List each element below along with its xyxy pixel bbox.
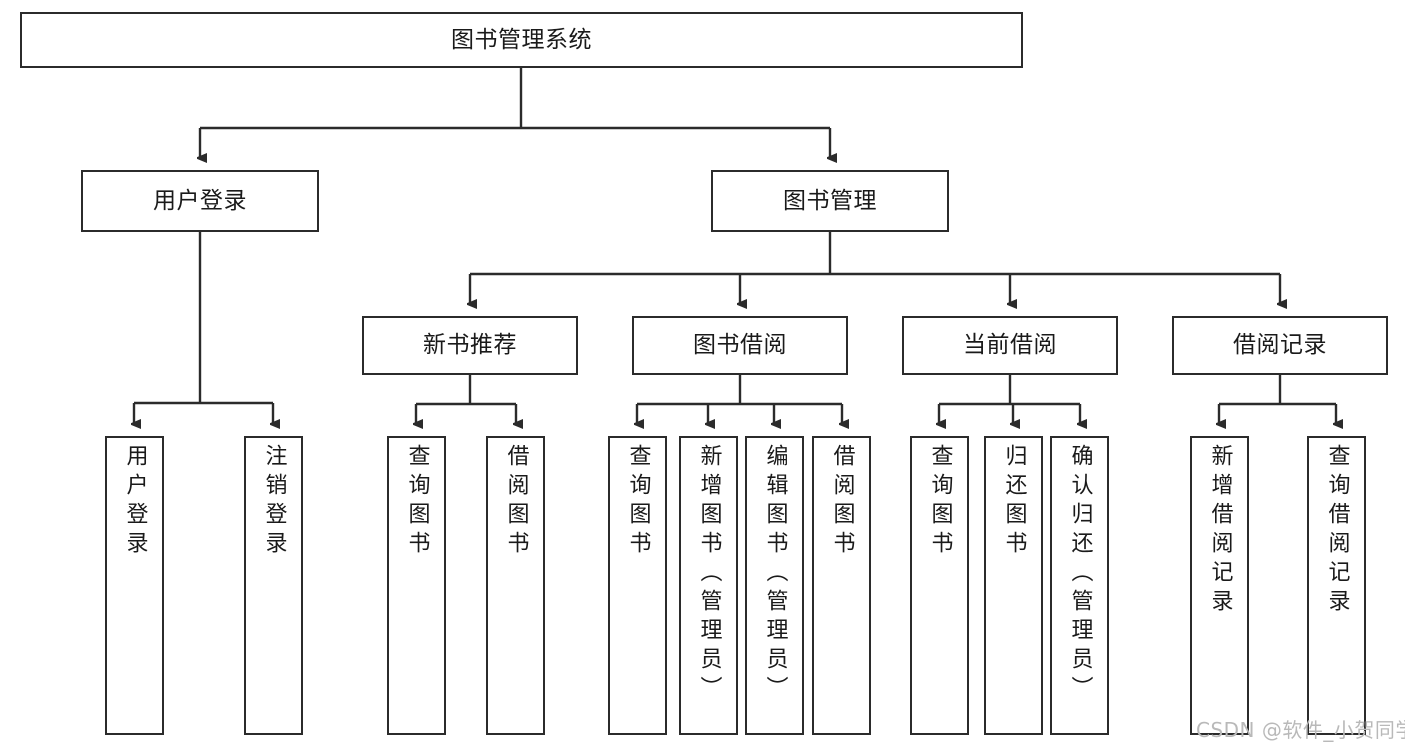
- node-root[interactable]: 图书管理系统: [20, 12, 1023, 68]
- node-leaf-confirm-return-admin-label: 确认归还（管理员）: [1067, 444, 1093, 705]
- node-leaf-user-login[interactable]: 用户登录: [105, 436, 164, 735]
- node-user-login-label: 用户登录: [153, 187, 247, 214]
- node-leaf-add-book-admin-label: 新增图书（管理员）: [696, 444, 722, 705]
- node-borrow-record[interactable]: 借阅记录: [1172, 316, 1388, 375]
- node-leaf-query-borrow-record[interactable]: 查询借阅记录: [1307, 436, 1366, 735]
- node-leaf-borrow-book[interactable]: 借阅图书: [812, 436, 871, 735]
- node-book-management-label: 图书管理: [783, 187, 877, 214]
- node-leaf-query-book-recommend-label: 查询图书: [404, 444, 430, 560]
- node-leaf-edit-book-admin[interactable]: 编辑图书（管理员）: [745, 436, 804, 735]
- node-current-borrow[interactable]: 当前借阅: [902, 316, 1118, 375]
- node-leaf-query-book-borrow[interactable]: 查询图书: [608, 436, 667, 735]
- node-leaf-borrow-book-recommend[interactable]: 借阅图书: [486, 436, 545, 735]
- node-leaf-query-book-current[interactable]: 查询图书: [910, 436, 969, 735]
- node-leaf-borrow-book-label: 借阅图书: [829, 444, 855, 560]
- node-book-borrow-label: 图书借阅: [693, 332, 787, 359]
- node-leaf-borrow-book-recommend-label: 借阅图书: [503, 444, 529, 560]
- node-current-borrow-label: 当前借阅: [963, 332, 1057, 359]
- node-leaf-return-book[interactable]: 归还图书: [984, 436, 1043, 735]
- node-new-book-recommend[interactable]: 新书推荐: [362, 316, 578, 375]
- node-leaf-logout[interactable]: 注销登录: [244, 436, 303, 735]
- node-leaf-return-book-label: 归还图书: [1001, 444, 1027, 560]
- node-user-login[interactable]: 用户登录: [81, 170, 319, 232]
- watermark-text: CSDN @软件_小贺同学: [1196, 718, 1405, 742]
- node-borrow-record-label: 借阅记录: [1233, 332, 1327, 359]
- node-leaf-query-borrow-record-label: 查询借阅记录: [1324, 444, 1350, 618]
- node-leaf-add-borrow-record[interactable]: 新增借阅记录: [1190, 436, 1249, 735]
- node-leaf-edit-book-admin-label: 编辑图书（管理员）: [762, 444, 788, 705]
- node-leaf-logout-label: 注销登录: [261, 444, 287, 560]
- node-leaf-query-book-recommend[interactable]: 查询图书: [387, 436, 446, 735]
- node-leaf-query-book-borrow-label: 查询图书: [625, 444, 651, 560]
- node-leaf-user-login-label: 用户登录: [122, 444, 148, 560]
- node-new-book-recommend-label: 新书推荐: [423, 332, 517, 359]
- node-leaf-query-book-current-label: 查询图书: [927, 444, 953, 560]
- node-leaf-add-borrow-record-label: 新增借阅记录: [1207, 444, 1233, 618]
- node-root-label: 图书管理系统: [451, 26, 592, 53]
- node-book-management[interactable]: 图书管理: [711, 170, 949, 232]
- node-leaf-confirm-return-admin[interactable]: 确认归还（管理员）: [1050, 436, 1109, 735]
- node-book-borrow[interactable]: 图书借阅: [632, 316, 848, 375]
- node-leaf-add-book-admin[interactable]: 新增图书（管理员）: [679, 436, 738, 735]
